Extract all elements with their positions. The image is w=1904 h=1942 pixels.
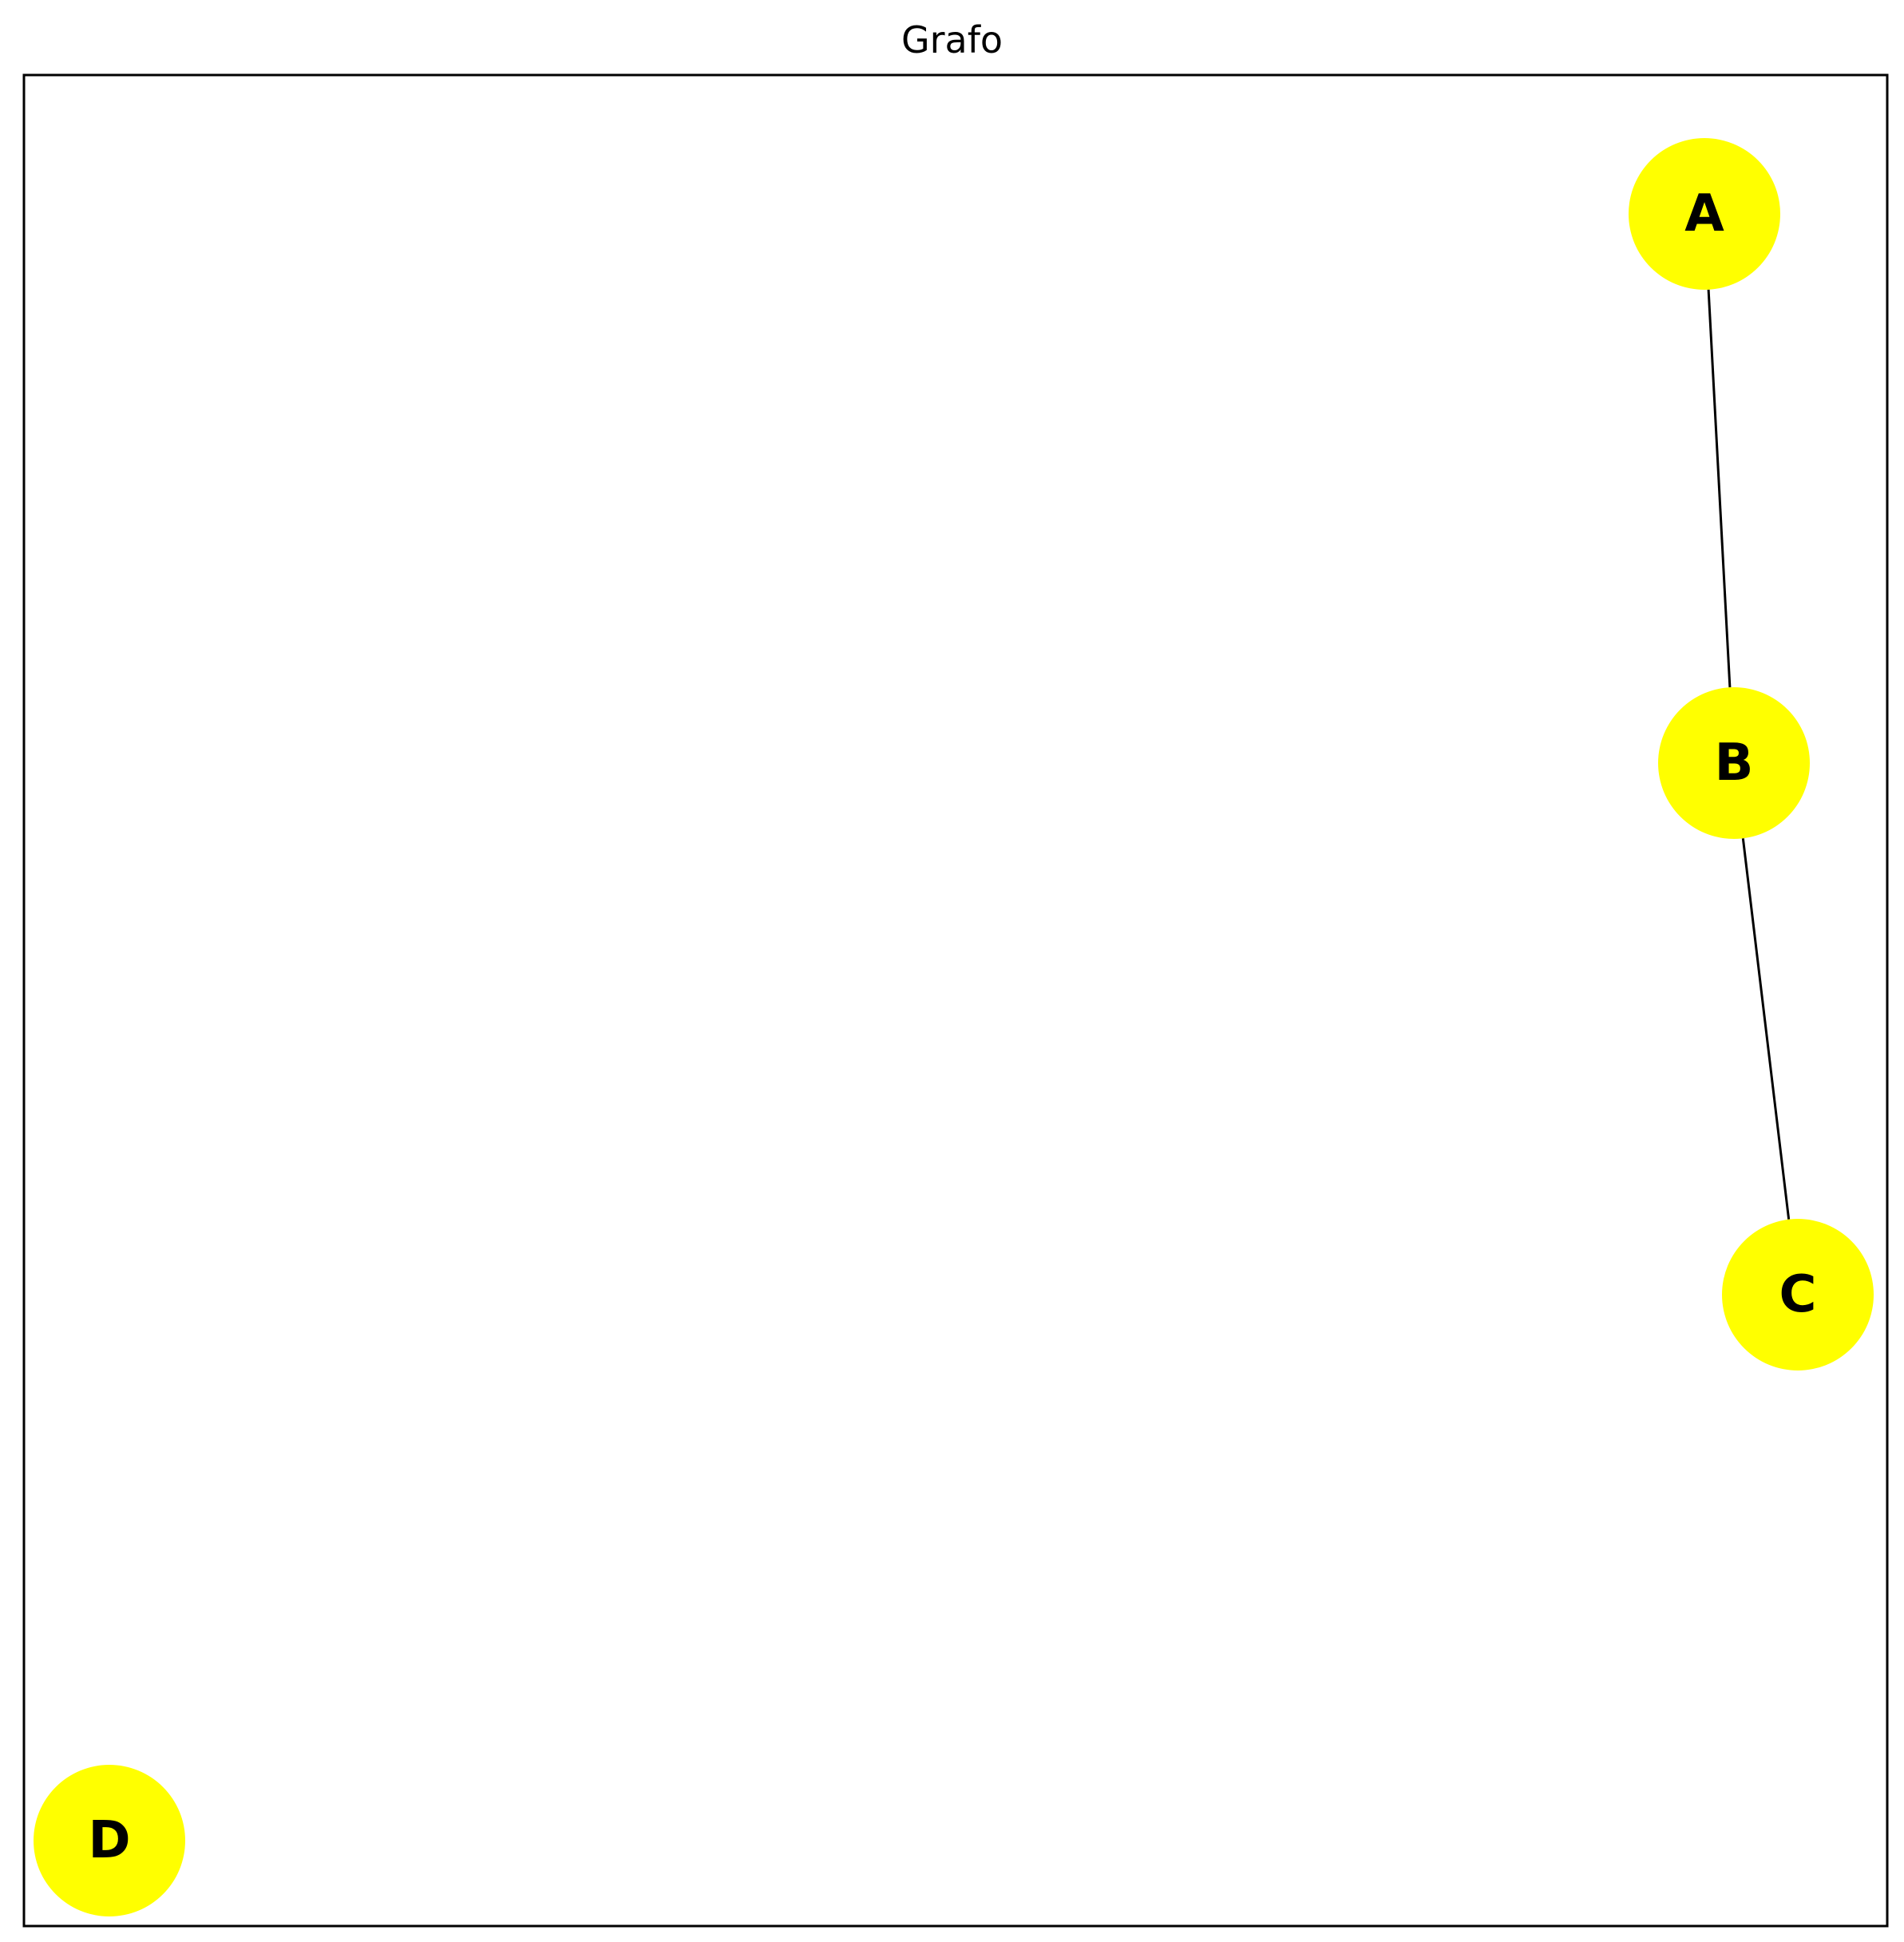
node-circle-a	[1629, 138, 1780, 290]
node-circle-c	[1722, 1219, 1874, 1370]
edge-a-b	[1707, 289, 1732, 688]
plot-frame	[22, 73, 1889, 1928]
node-b: B	[1658, 687, 1810, 839]
nodes-layer: A B C D	[34, 138, 1874, 1916]
node-d: D	[34, 1765, 185, 1916]
node-circle-d	[34, 1765, 185, 1916]
node-label-a: A	[1684, 184, 1724, 243]
edges-layer	[1707, 289, 1791, 1220]
node-a: A	[1629, 138, 1780, 290]
graph-title: Grafo	[901, 18, 1003, 61]
node-label-b: B	[1715, 734, 1754, 793]
node-c: C	[1722, 1219, 1874, 1370]
edge-b-c	[1741, 838, 1791, 1220]
node-label-c: C	[1779, 1265, 1817, 1324]
node-label-d: D	[88, 1811, 130, 1870]
node-circle-b	[1658, 687, 1810, 839]
